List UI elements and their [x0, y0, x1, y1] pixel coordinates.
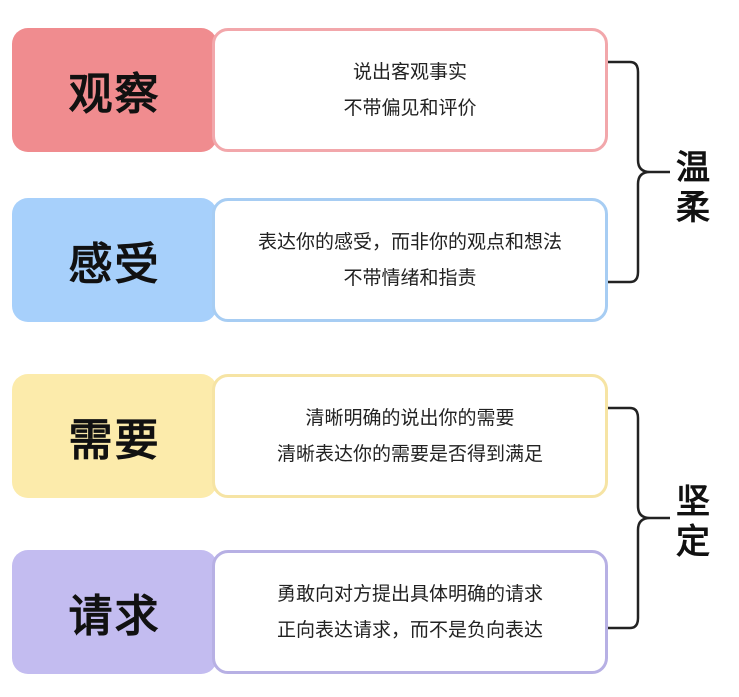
step-label: 感受 — [12, 198, 217, 322]
step-label: 请求 — [12, 550, 217, 674]
group-label: 温 柔 — [668, 148, 718, 228]
step-feel: 感受 表达你的感受，而非你的观点和想法 不带情绪和指责 — [12, 198, 608, 322]
description-line: 清晰明确的说出你的需要 — [305, 407, 515, 429]
group-bracket — [608, 406, 670, 630]
step-description: 清晰明确的说出你的需要 清晰表达你的需要是否得到满足 — [212, 374, 608, 498]
description-line: 不带情绪和指责 — [343, 267, 477, 289]
description-line: 说出客观事实 — [352, 61, 467, 83]
step-label: 观察 — [12, 28, 217, 152]
description-line: 不带偏见和评价 — [343, 97, 477, 119]
description-line: 勇敢向对方提出具体明确的请求 — [276, 583, 543, 605]
step-label: 需要 — [12, 374, 217, 498]
step-description: 表达你的感受，而非你的观点和想法 不带情绪和指责 — [212, 198, 608, 322]
description-line: 正向表达请求，而不是负向表达 — [276, 619, 543, 641]
group-label-char: 坚 — [676, 482, 710, 522]
group-label: 坚 定 — [668, 482, 718, 562]
step-request: 请求 勇敢向对方提出具体明确的请求 正向表达请求，而不是负向表达 — [12, 550, 608, 674]
step-description: 勇敢向对方提出具体明确的请求 正向表达请求，而不是负向表达 — [212, 550, 608, 674]
description-line: 表达你的感受，而非你的观点和想法 — [257, 231, 562, 253]
group-bracket — [608, 60, 670, 284]
description-line: 清晰表达你的需要是否得到满足 — [276, 443, 543, 465]
group-label-char: 定 — [676, 522, 710, 562]
step-observe: 观察 说出客观事实 不带偏见和评价 — [12, 28, 608, 152]
step-description: 说出客观事实 不带偏见和评价 — [212, 28, 608, 152]
group-label-char: 柔 — [676, 188, 710, 228]
group-label-char: 温 — [676, 148, 710, 188]
step-need: 需要 清晰明确的说出你的需要 清晰表达你的需要是否得到满足 — [12, 374, 608, 498]
